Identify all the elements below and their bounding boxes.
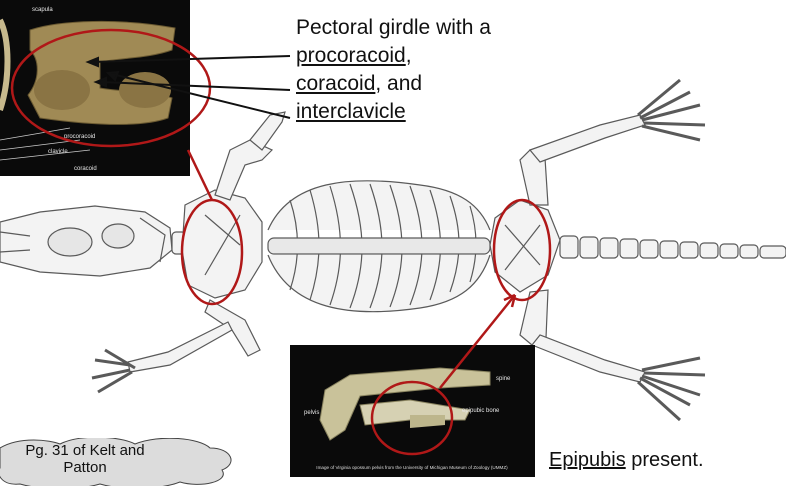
term-procoracoid: procoracoid [296,44,406,67]
label-procoracoid: procoracoid [64,134,95,140]
highlights [10,28,552,456]
caption-pointers [85,55,291,119]
pectoral-girdle-caption: Pectoral girdle with a procoracoid, cora… [296,14,491,126]
label-scapula: scapula [32,7,53,13]
pelvis-photo: spine epipubic bone pelvis Image of Virg… [290,345,535,477]
caption-line-2: procoracoid, [296,42,491,70]
label-pelvis: pelvis [304,410,319,416]
photo-girdle-oval [10,28,212,148]
pelvis-photo-caption: Image of Virginia opossum pelvis from th… [316,465,508,470]
skull [0,205,173,277]
epipubis-rest: present. [625,449,704,471]
caption-line-3-rest: , and [375,72,423,95]
pelvis-connector-line [439,294,516,389]
caption-line-3: coracoid, and [296,70,491,98]
pectoral-girdle-photo: scapula procoracoid clavicle coracoid [0,0,190,176]
pelvis-oval [492,198,552,302]
pelvis-arrowhead [503,293,517,308]
caption-line-4: interclavicle [296,98,491,126]
caption-line-1: Pectoral girdle with a [296,16,491,39]
caption-line-2-rest: , [405,44,412,67]
rib-cage [267,180,491,313]
term-interclavicle: interclavicle [296,100,406,123]
label-epipubic-bone: epipubic bone [462,408,500,414]
pectoral-girdle [181,189,263,299]
right-hindlimb-lower [519,289,706,422]
tail [559,235,786,259]
epipubic-oval [370,380,454,456]
epipubis-caption: Epipubis present. [549,449,704,472]
reference-text: Pg. 31 of Kelt and Patton [0,442,170,476]
term-coracoid: coracoid [296,72,376,95]
girdle-connector-line [186,149,214,201]
label-coracoid: coracoid [74,166,97,172]
label-spine: spine [496,376,511,382]
reference-line-2: Patton [63,459,107,476]
reference-line-1: Pg. 31 of Kelt and [25,442,145,459]
term-epipubis: Epipubis [549,449,626,471]
reference-cloud [0,438,232,486]
left-forelimb-lower [91,299,261,394]
label-clavicle: clavicle [48,149,68,155]
left-forelimb-upper [214,111,286,201]
right-hindlimb-upper [519,78,706,206]
